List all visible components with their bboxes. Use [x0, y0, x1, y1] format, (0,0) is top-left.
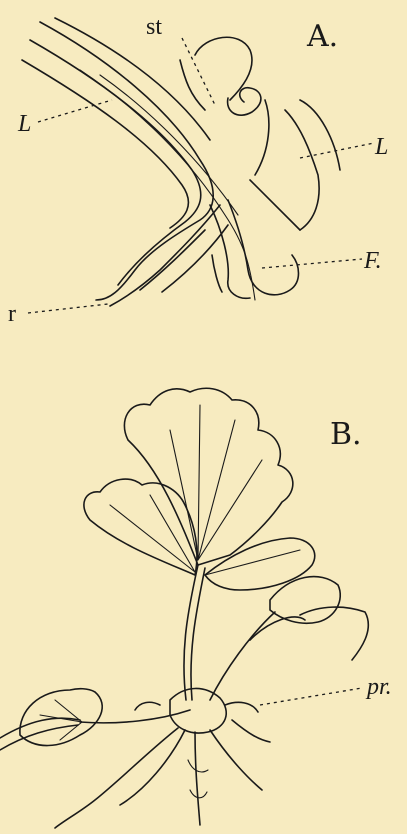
label-stipule: st: [146, 15, 162, 39]
label-leaf-right: L: [375, 135, 388, 159]
label-leaf-upper: L: [18, 112, 31, 136]
figure-a-label: A.: [307, 22, 338, 52]
label-process: pr.: [367, 675, 392, 699]
label-flower: F.: [364, 249, 382, 273]
label-root: r: [8, 302, 16, 326]
figure-b-label: B.: [330, 420, 362, 450]
